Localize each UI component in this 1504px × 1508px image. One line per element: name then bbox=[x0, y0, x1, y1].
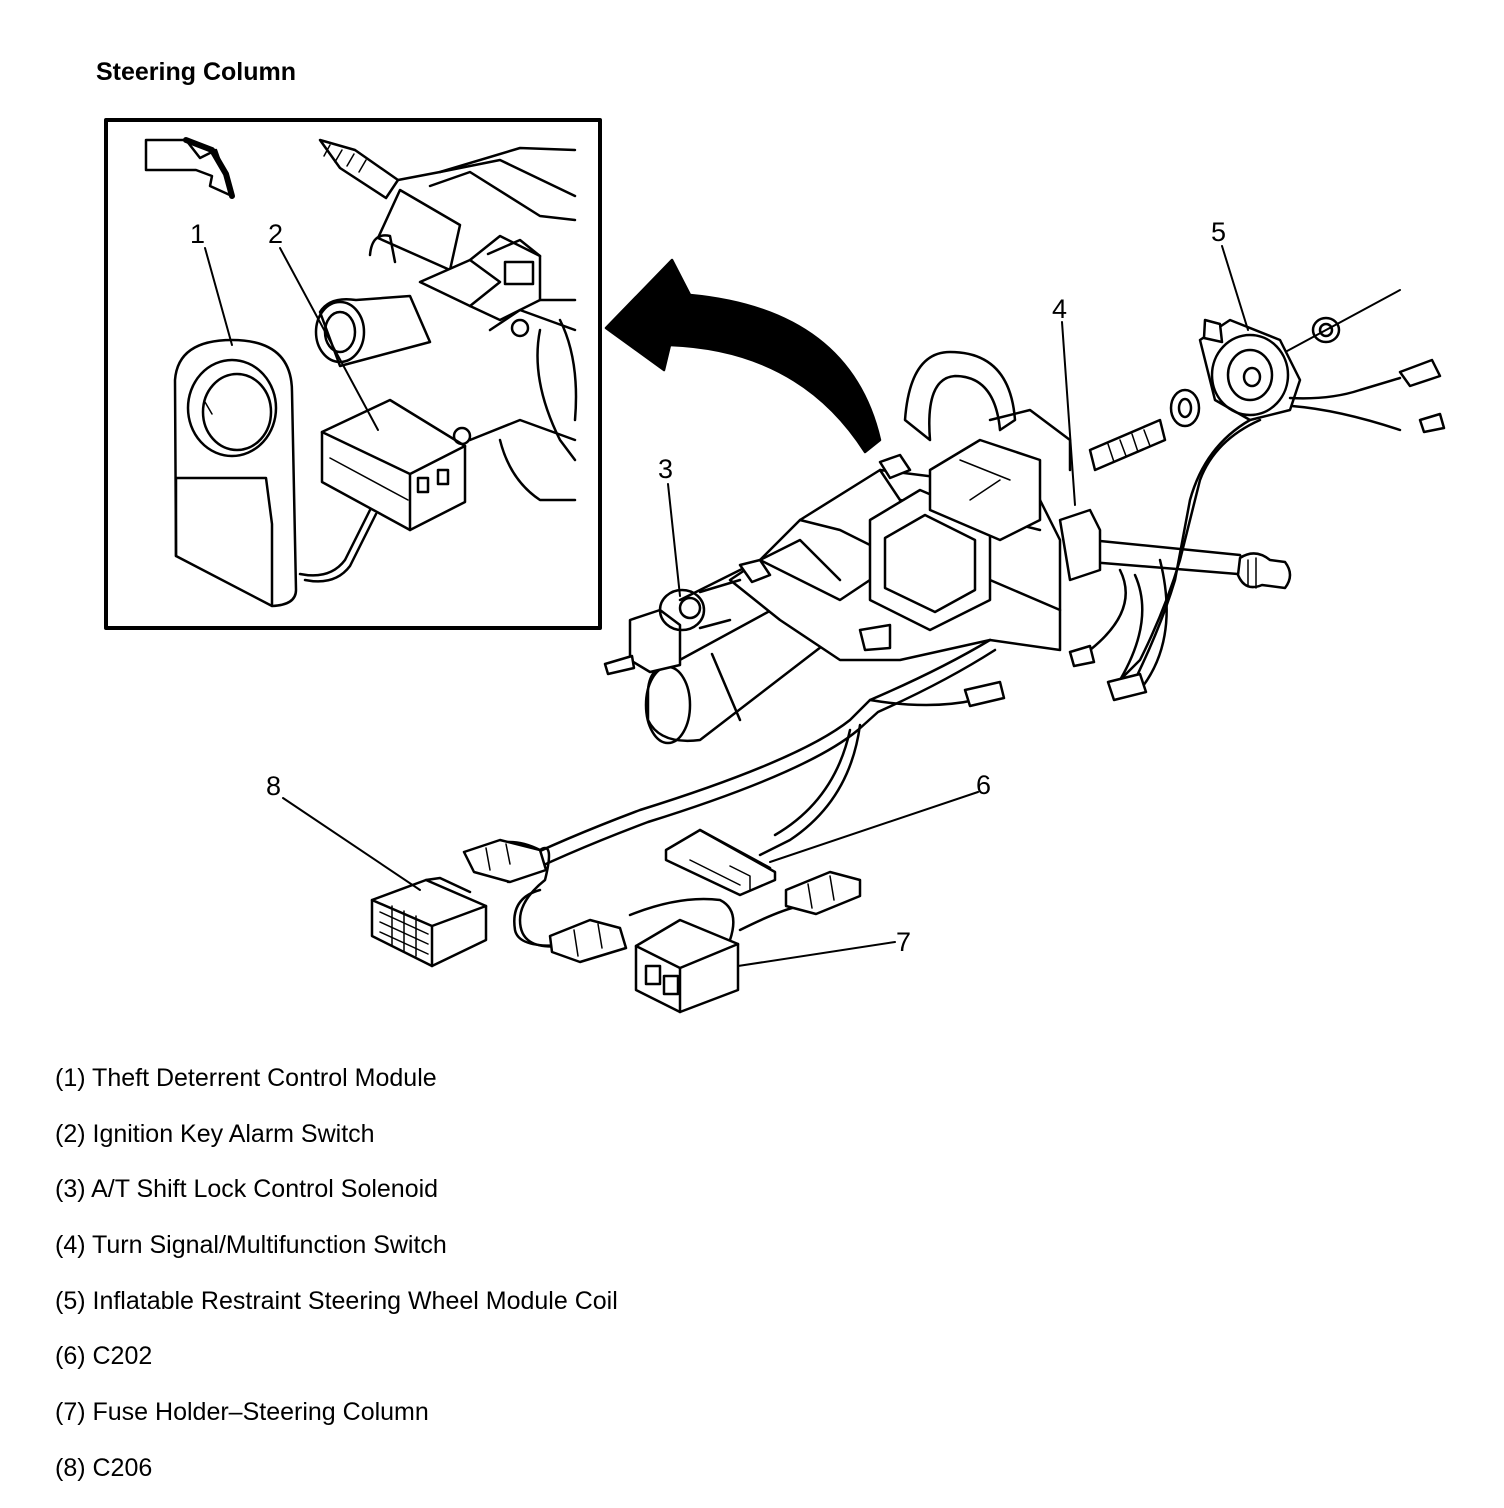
clockspring-coil-drawing bbox=[1068, 316, 1446, 702]
diagram-title: Steering Column bbox=[96, 58, 297, 86]
callout-5: 5 bbox=[1211, 217, 1226, 247]
legend-item: (8) C206 bbox=[55, 1453, 153, 1482]
legend-item: (5) Inflatable Restraint Steering Wheel … bbox=[55, 1286, 618, 1315]
legend-item: (1) Theft Deterrent Control Module bbox=[55, 1064, 437, 1092]
fuse-holder-drawing bbox=[548, 870, 862, 1014]
legend-item: (2) Ignition Key Alarm Switch bbox=[55, 1119, 375, 1148]
legend-item: (6) C202 bbox=[55, 1342, 153, 1371]
wiring-harness-drawing bbox=[462, 638, 1006, 948]
c206-connector-drawing bbox=[370, 876, 488, 968]
leader-lines bbox=[204, 245, 1249, 967]
callout-6: 6 bbox=[976, 770, 991, 800]
callout-8: 8 bbox=[266, 771, 281, 801]
callout-3: 3 bbox=[658, 454, 673, 484]
c202-connector-drawing bbox=[664, 828, 777, 897]
shift-lock-solenoid-drawing bbox=[603, 578, 742, 676]
inset-detail-box bbox=[104, 118, 602, 630]
legend-item: (4) Turn Signal/Multifunction Switch bbox=[55, 1231, 447, 1260]
column-upper-assembly-drawing bbox=[314, 138, 578, 502]
callout-2: 2 bbox=[268, 219, 283, 249]
detail-pointer-arrow bbox=[604, 258, 882, 454]
view-direction-arrow bbox=[144, 137, 235, 199]
theft-deterrent-module-drawing bbox=[173, 338, 298, 608]
legend-item: (3) A/T Shift Lock Control Solenoid bbox=[55, 1175, 439, 1204]
callout-4: 4 bbox=[1052, 294, 1067, 324]
callout-7: 7 bbox=[896, 927, 911, 957]
ignition-key-alarm-switch-drawing bbox=[298, 398, 467, 583]
legend-item: (7) Fuse Holder–Steering Column bbox=[55, 1398, 429, 1427]
parts-legend: (1) Theft Deterrent Control Module (2) I… bbox=[55, 1062, 618, 1508]
callout-1: 1 bbox=[190, 219, 205, 249]
callout-numbers: 1 2 3 4 5 6 7 8 bbox=[190, 217, 1226, 957]
steering-column-assembly-drawing bbox=[644, 289, 1401, 745]
